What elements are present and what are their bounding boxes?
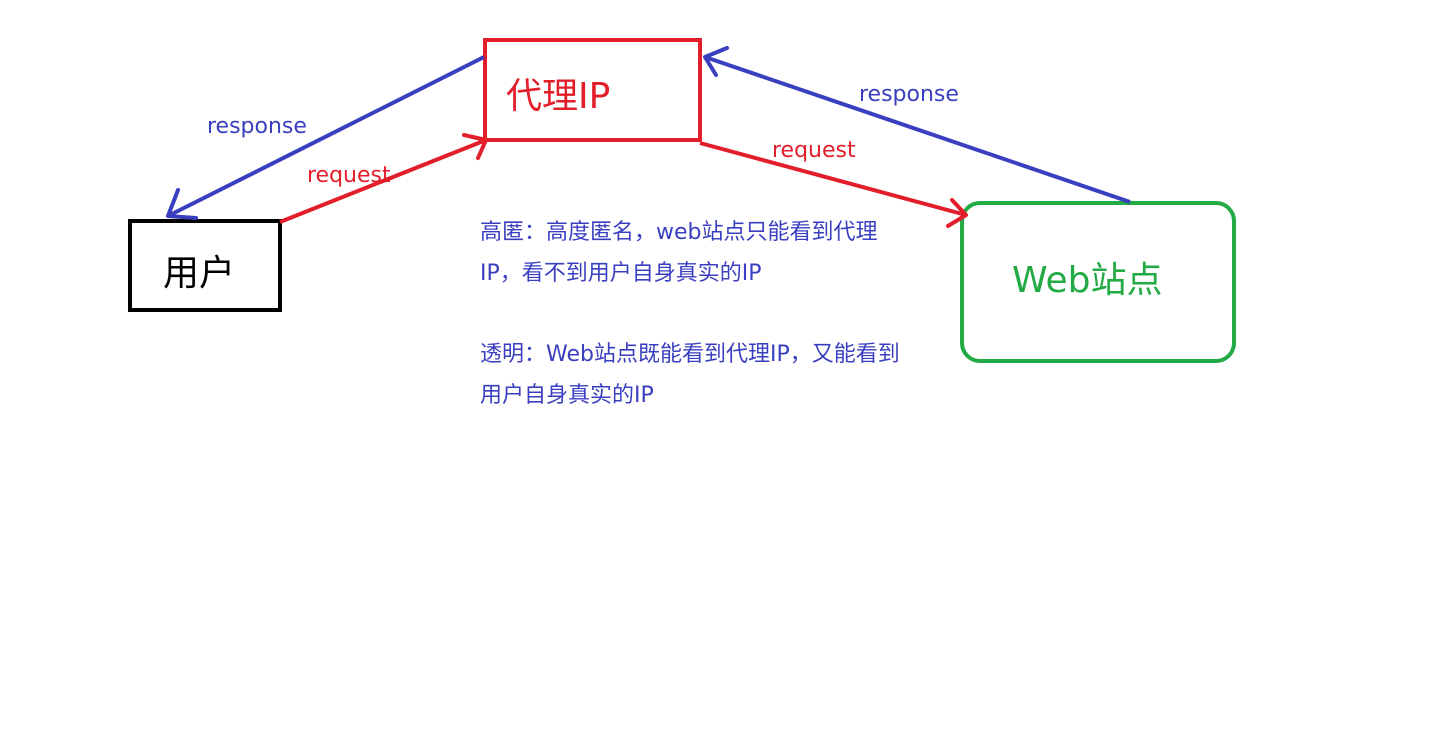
- proxy-node-box: [483, 38, 702, 142]
- request-label-left: request: [307, 163, 391, 188]
- transparent-note: 透明：Web站点既能看到代理IP，又能看到 用户自身真实的IP: [480, 334, 950, 416]
- response-arrowhead-proxy: [703, 46, 729, 77]
- request-arrow-proxy-to-web: [699, 141, 967, 217]
- response-label-left: response: [207, 114, 307, 139]
- response-arrow-proxy-to-user: [167, 55, 485, 218]
- request-arrow-user-to-proxy: [279, 138, 487, 224]
- response-arrowhead-user: [166, 188, 198, 220]
- transparent-note-line-2: 用户自身真实的IP: [480, 383, 654, 408]
- request-arrowhead-web: [946, 198, 968, 228]
- high-anonymity-note-line-1: 高匿：高度匿名，web站点只能看到代理: [480, 220, 878, 245]
- web-node-box: [960, 201, 1236, 363]
- user-node-box: [128, 219, 282, 312]
- transparent-note-line-1: 透明：Web站点既能看到代理IP，又能看到: [480, 342, 900, 367]
- request-label-right: request: [772, 138, 856, 163]
- request-arrowhead-proxy: [462, 133, 488, 160]
- high-anonymity-note-line-2: IP，看不到用户自身真实的IP: [480, 261, 762, 286]
- proxy-node-label: 代理IP: [506, 76, 610, 117]
- high-anonymity-note: 高匿：高度匿名，web站点只能看到代理 IP，看不到用户自身真实的IP: [480, 212, 950, 294]
- response-label-right: response: [859, 82, 959, 107]
- user-node-label: 用户: [163, 253, 235, 294]
- web-node-label: Web站点: [1012, 260, 1163, 301]
- response-arrow-web-to-proxy: [704, 55, 1131, 204]
